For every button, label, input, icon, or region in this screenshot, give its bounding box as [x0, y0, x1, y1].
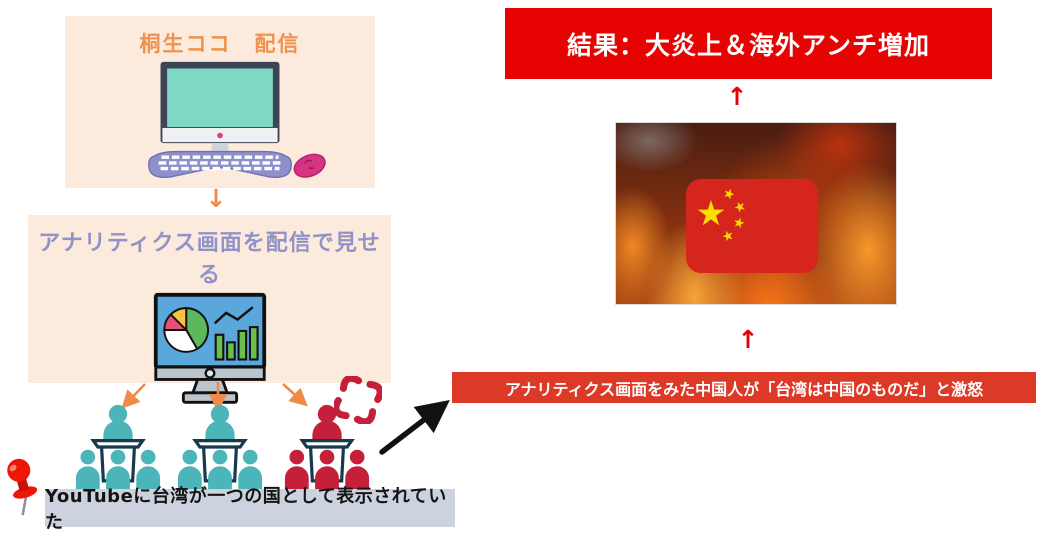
anger-mark-icon: [334, 376, 382, 424]
audience-group-3-angry: [281, 404, 373, 490]
audience-group-2: [174, 404, 266, 490]
cause-banner-text: アナリティクス画面をみた中国人が「台湾は中国のものだ」と激怒: [504, 379, 984, 399]
step-analytics-title: アナリティクス画面を配信で見せる: [38, 231, 381, 288]
desktop-computer-icon: [148, 61, 326, 178]
result-banner-text: 結果：大炎上＆海外アンチ増加: [566, 30, 930, 60]
flames-image: [615, 122, 897, 305]
audience-icon: [284, 404, 370, 490]
note-text: YouTubeに台湾が一つの国として表示されていた: [45, 486, 447, 533]
step-analytics-box: アナリティクス画面を配信で見せる: [28, 215, 391, 404]
step-stream-title: 桐生ココ 配信: [139, 32, 301, 56]
note-box: YouTubeに台湾が一つの国として表示されていた: [45, 486, 455, 533]
result-banner: 結果：大炎上＆海外アンチ増加: [505, 8, 992, 79]
audience-group-1: [72, 404, 164, 490]
cause-banner: アナリティクス画面をみた中国人が「台湾は中国のものだ」と激怒: [452, 372, 1036, 403]
audience-icon: [177, 404, 263, 490]
china-flag-icon: [686, 179, 818, 273]
black-arrow-icon: [379, 399, 450, 455]
up-arrow-icon: ↑: [737, 325, 759, 354]
step-stream-box: 桐生ココ 配信: [65, 16, 375, 188]
up-arrow-icon: ↑: [726, 82, 748, 111]
audience-icon: [75, 404, 161, 490]
analytics-monitor-icon: [153, 292, 266, 404]
pushpin-icon: [7, 458, 38, 516]
down-arrow-icon: ↓: [205, 184, 227, 213]
fan-arrows-icon: [121, 382, 308, 413]
